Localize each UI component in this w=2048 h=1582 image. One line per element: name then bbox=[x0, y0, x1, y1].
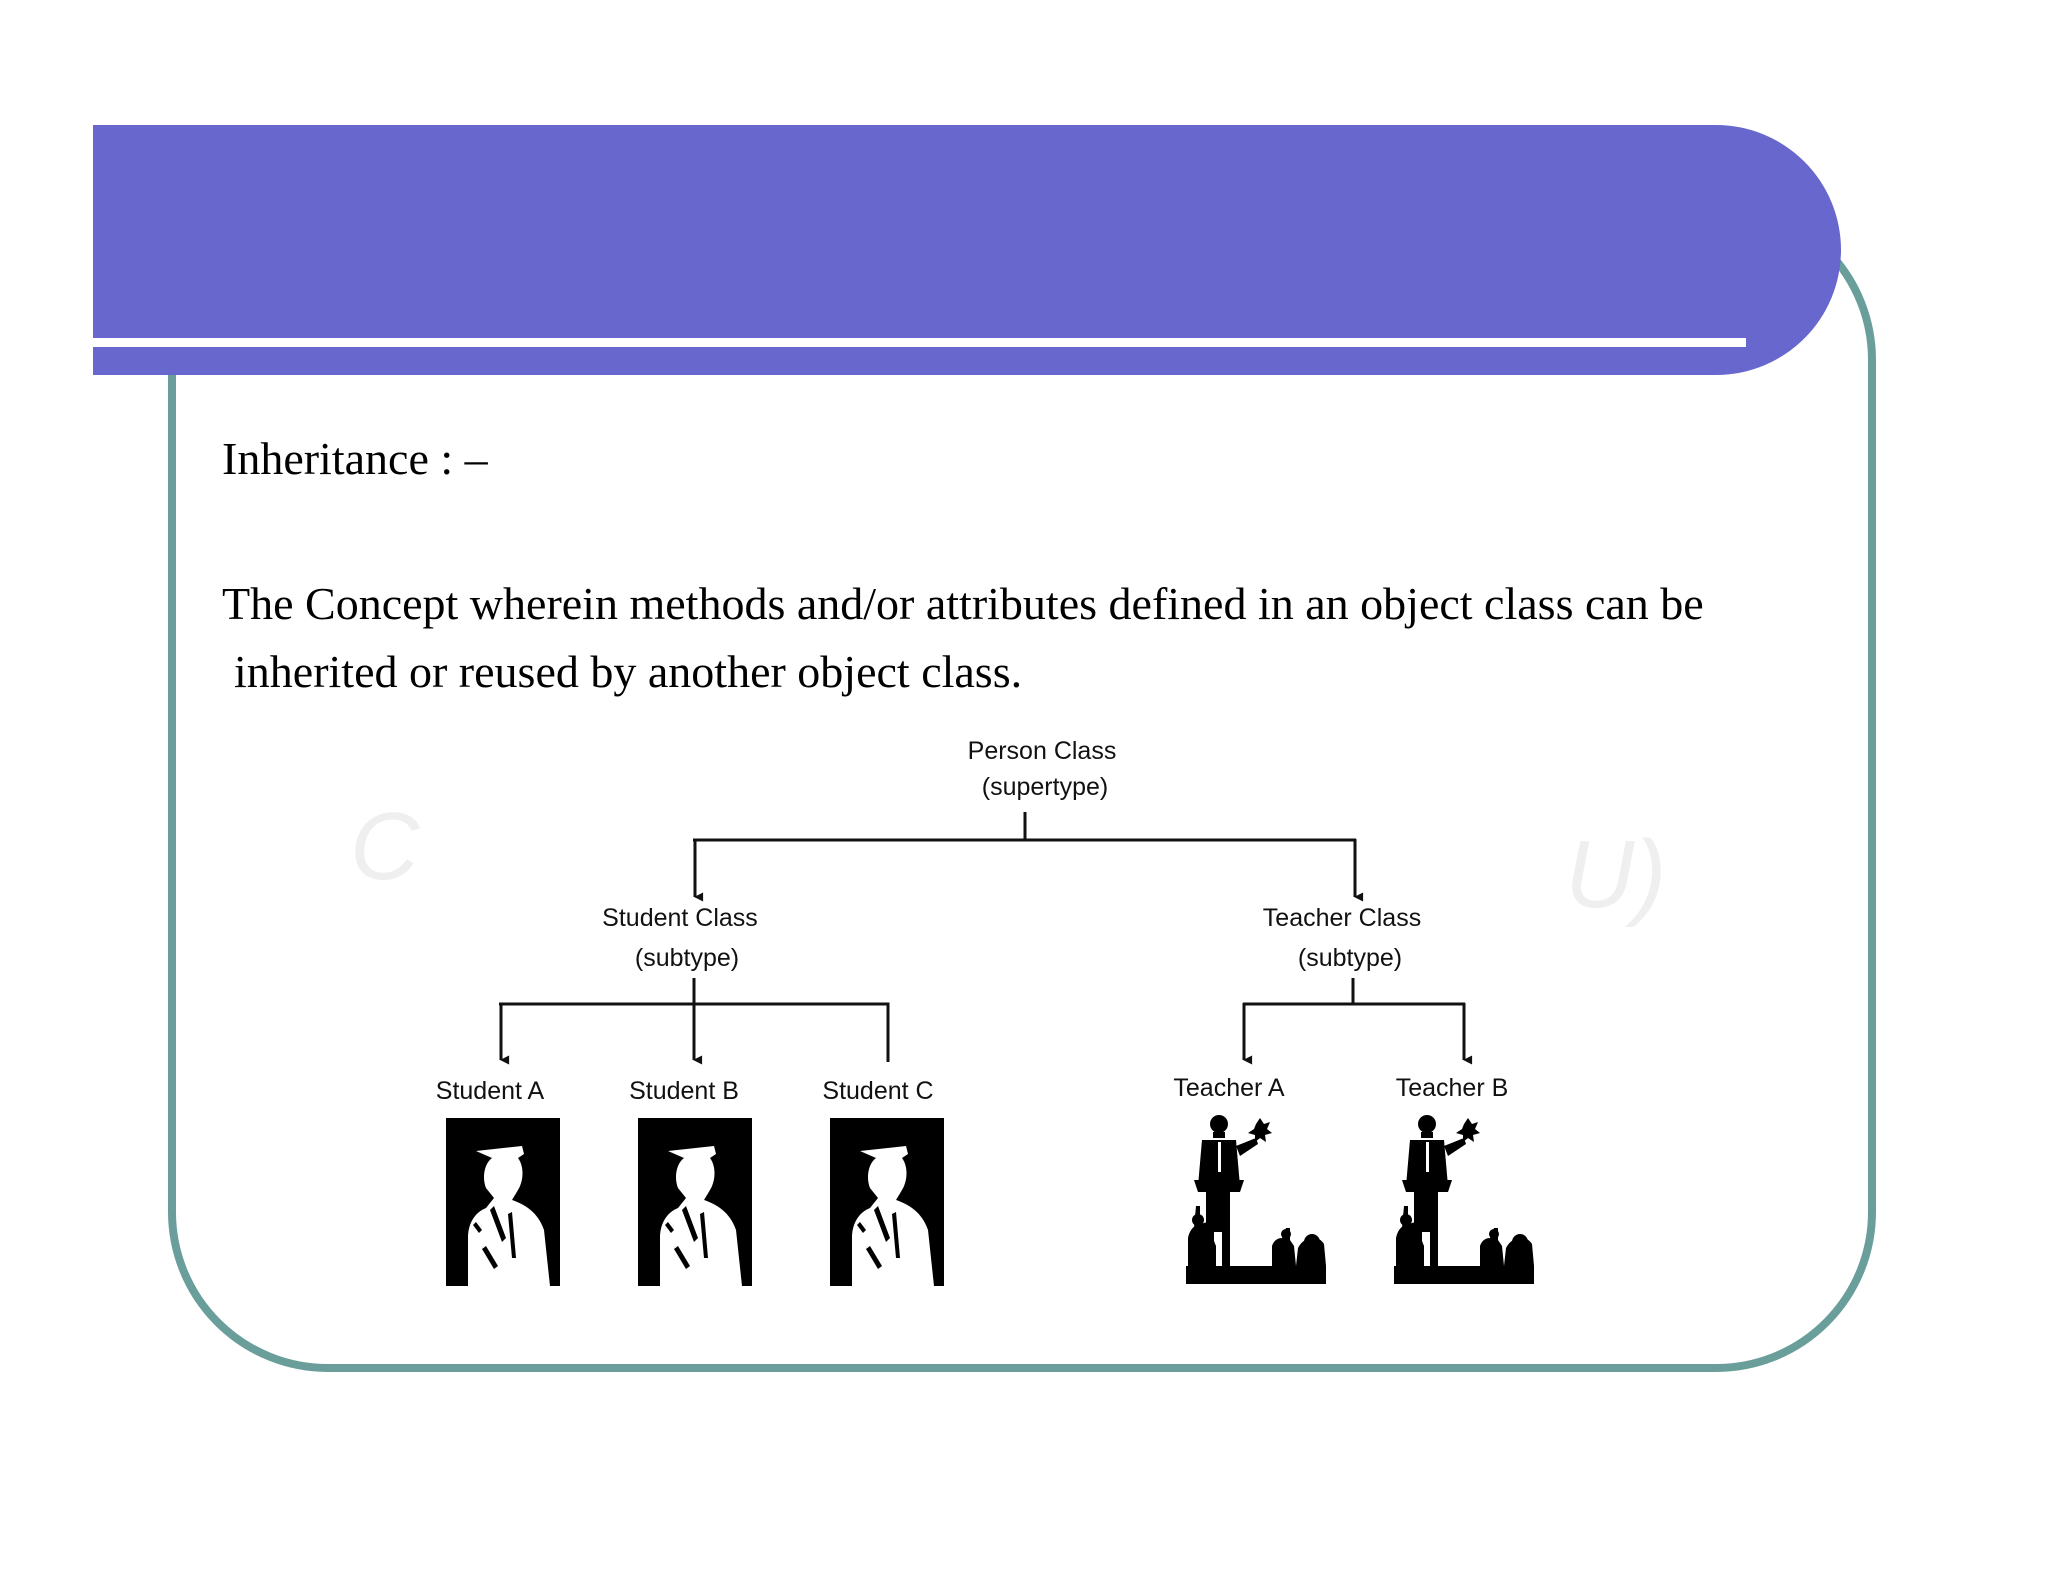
watermark-right: U) bbox=[1565, 821, 1667, 928]
graduate-icon bbox=[446, 1118, 560, 1286]
node-person-class-kind: (supertype) bbox=[982, 773, 1108, 801]
paragraph-line-1: The Concept wherein methods and/or attri… bbox=[222, 578, 1704, 629]
label-student-a: Student A bbox=[436, 1077, 545, 1105]
graduate-icon bbox=[638, 1118, 752, 1286]
title-bar bbox=[93, 125, 1841, 375]
label-student-c: Student C bbox=[822, 1077, 933, 1105]
lecturer-icon bbox=[1394, 1115, 1534, 1284]
title-underline bbox=[93, 338, 1746, 347]
watermark-left: C bbox=[350, 793, 420, 900]
node-student-class-name: Student Class bbox=[602, 904, 758, 932]
graduate-icon bbox=[830, 1118, 944, 1286]
lecturer-icon bbox=[1186, 1115, 1326, 1284]
slide-heading: Inheritance : – bbox=[222, 433, 488, 484]
label-teacher-b: Teacher B bbox=[1396, 1074, 1509, 1102]
label-student-b: Student B bbox=[629, 1077, 739, 1105]
definition-paragraph: The Concept wherein methods and/or attri… bbox=[222, 570, 1782, 706]
node-teacher-class-name: Teacher Class bbox=[1263, 904, 1421, 932]
node-teacher-class-kind: (subtype) bbox=[1298, 944, 1402, 972]
node-student-class-kind: (subtype) bbox=[635, 944, 739, 972]
paragraph-line-2: inherited or reused by another object cl… bbox=[234, 646, 1023, 697]
label-teacher-a: Teacher A bbox=[1173, 1074, 1285, 1102]
node-person-class-name: Person Class bbox=[968, 737, 1117, 765]
connector-student-bar bbox=[499, 1002, 890, 1062]
